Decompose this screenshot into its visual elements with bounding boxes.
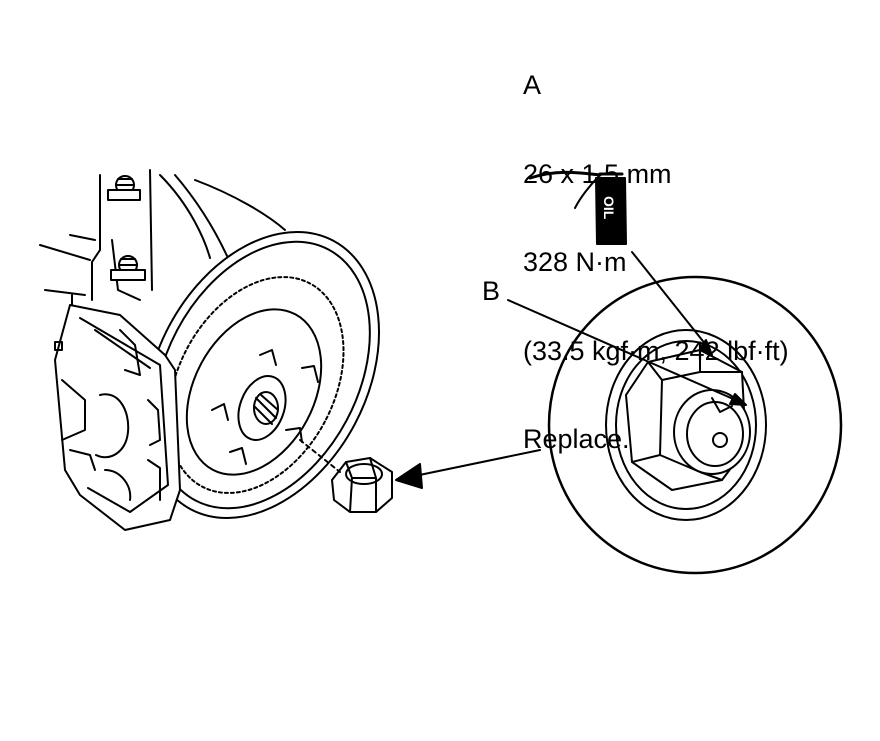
callout-a-torque-alt: (33.5 kgf·m, 242 lbf·ft) [523,335,789,366]
oil-can-label: OIL [601,196,617,220]
callout-b-label: B [482,276,501,306]
oil-can-icon: OIL [528,170,627,245]
spindle-nut-removed [299,439,393,513]
removal-arrow [395,449,541,489]
leader-b [507,299,747,406]
brake-rotor [144,231,380,519]
knuckle [39,169,286,306]
callout-a-note: Replace. [523,424,630,454]
callout-a-size: 26 x 1.5 mm [523,158,672,189]
leader-a [631,251,713,356]
callout-a-label: A [523,70,542,100]
callout-a-torque: 328 N·m [523,247,627,277]
brake-caliper [54,304,181,531]
callout-a: A 26 x 1.5 mm 328 N·m (33.5 kgf·m, 242 l… [523,12,789,484]
